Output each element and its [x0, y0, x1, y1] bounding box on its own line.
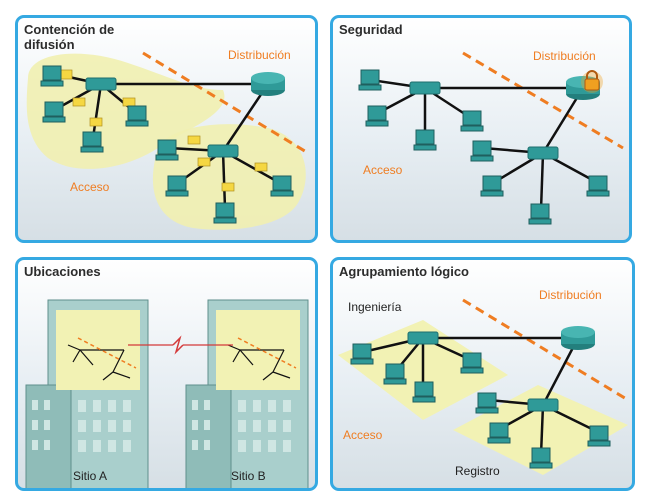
building-icon — [185, 299, 309, 488]
pc-icon — [40, 65, 294, 224]
group-label-engineering: Ingeniería — [348, 300, 402, 314]
pc-icon — [350, 343, 611, 469]
envelope-icon — [57, 69, 268, 192]
site-a-label: Sitio A — [73, 469, 108, 483]
router-icon — [251, 72, 285, 96]
distribution-label: Distribución — [539, 288, 602, 302]
panel-broadcast-containment: Contención de difusión Distribución Acce… — [15, 15, 318, 243]
site-b-label: Sitio B — [231, 469, 266, 483]
access-label: Acceso — [363, 163, 403, 177]
panel-locations: Ubicaciones Sitio A Sitio B — [15, 257, 318, 491]
building-icon — [25, 299, 149, 488]
locations-diagram — [25, 299, 309, 488]
router-icon — [561, 326, 595, 350]
lock-icon — [581, 70, 603, 93]
distribution-label: Distribución — [533, 49, 596, 63]
switch-icon — [407, 331, 559, 412]
security-diagram — [358, 51, 624, 225]
pc-icon — [358, 69, 610, 225]
boundary-dashed-line — [142, 51, 309, 155]
panel-title: Agrupamiento lógico — [339, 264, 469, 279]
logical-grouping-diagram — [338, 298, 629, 475]
broadcast-zone-1 — [26, 53, 225, 169]
access-label: Acceso — [343, 428, 383, 442]
wan-link-icon — [128, 335, 233, 355]
broadcast-diagram — [26, 51, 309, 230]
panel-title: Ubicaciones — [24, 264, 101, 279]
panel-security: Seguridad Distribución Acceso — [330, 15, 632, 243]
panel-title: Contención de difusión — [24, 22, 115, 52]
switch-icon — [409, 81, 559, 160]
panel-title: Seguridad — [339, 22, 403, 37]
boundary-dashed-line — [462, 51, 624, 150]
panel-logical-grouping: Agrupamiento lógico Distribución Acceso … — [330, 257, 635, 491]
group-label-registry: Registro — [455, 464, 500, 478]
boundary-dashed-line — [462, 298, 629, 402]
access-label: Acceso — [70, 180, 110, 194]
distribution-label: Distribución — [228, 48, 291, 62]
switch-icon — [85, 77, 239, 158]
